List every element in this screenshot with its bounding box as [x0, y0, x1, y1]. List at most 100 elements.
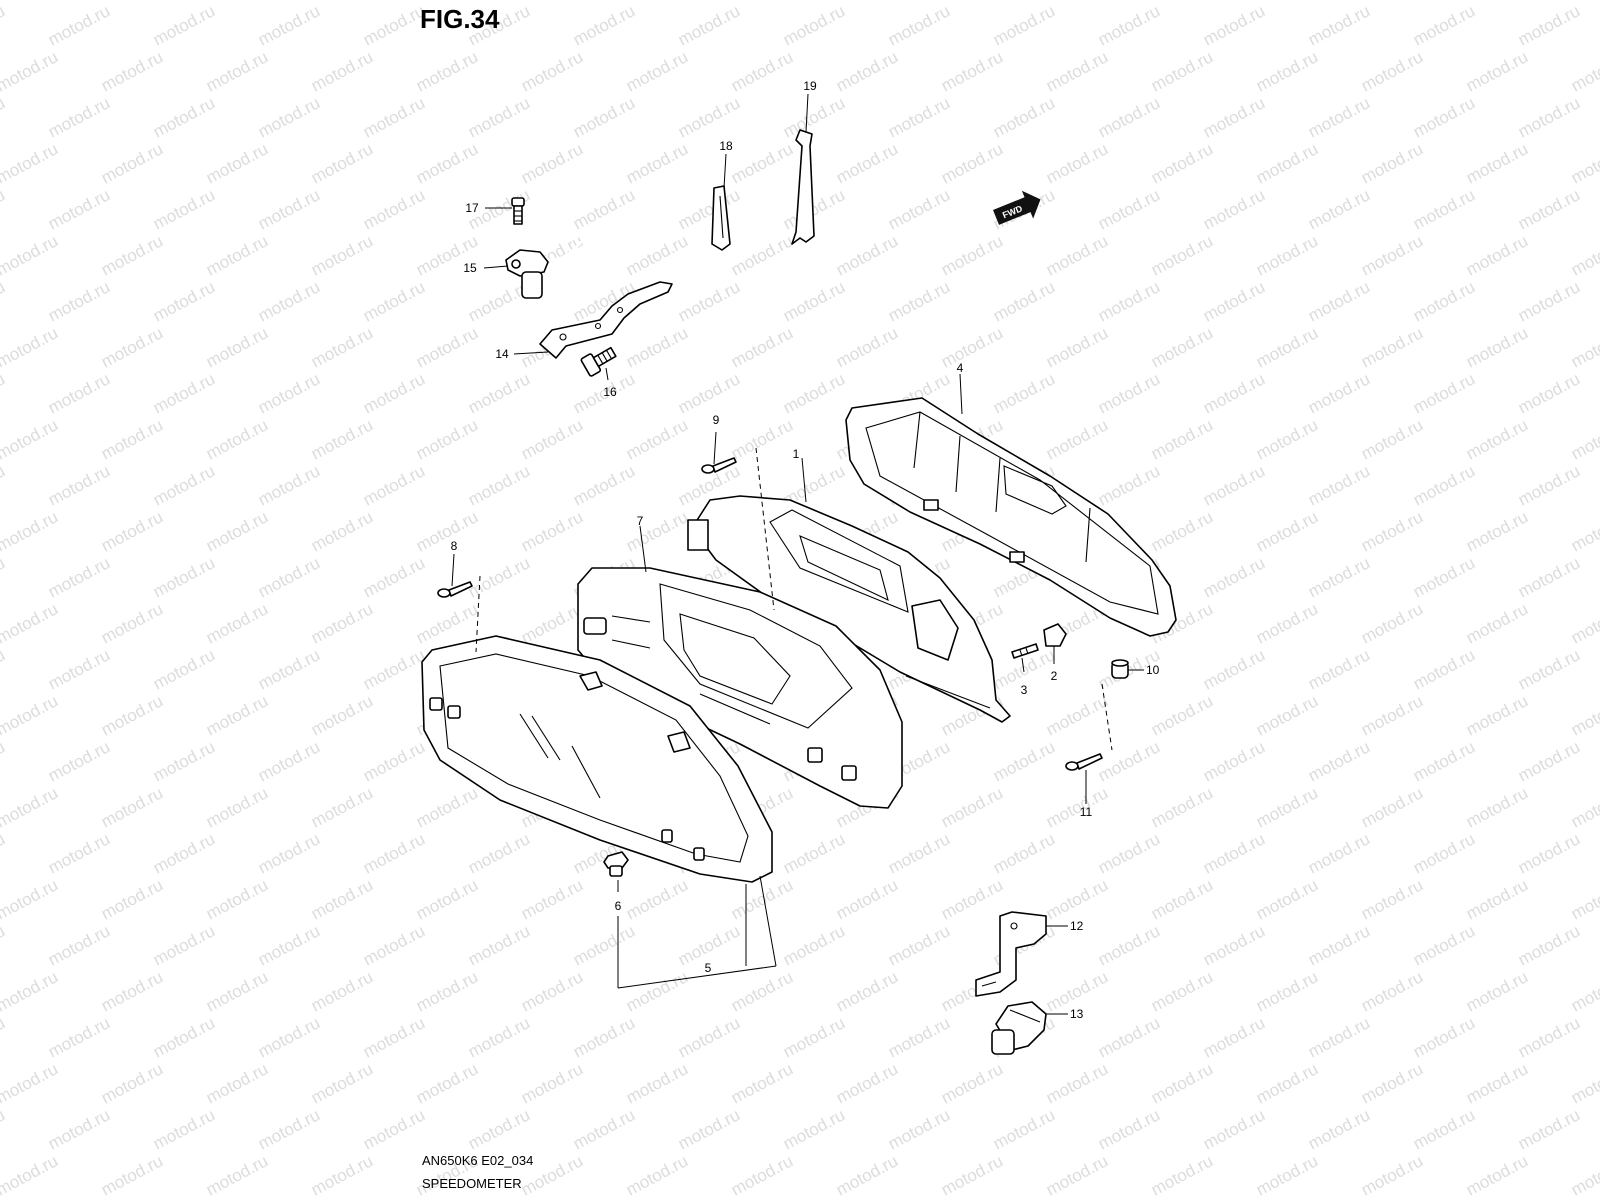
leader-lines	[451, 93, 1144, 1015]
watermark-text: motod.ru	[413, 1059, 481, 1107]
watermark-text: motod.ru	[0, 415, 61, 463]
watermark-text: motod.ru	[1148, 415, 1216, 463]
watermark-text: motod.ru	[1253, 967, 1321, 1015]
watermark-text: motod.ru	[1358, 47, 1426, 95]
watermark-text: motod.ru	[1358, 1059, 1426, 1107]
watermark-text: motod.ru	[465, 921, 533, 969]
watermark-text: motod.ru	[0, 875, 61, 923]
watermark-text: motod.ru	[1463, 783, 1531, 831]
watermark-text: motod.ru	[465, 369, 533, 417]
watermark-text: motod.ru	[728, 967, 796, 1015]
watermark-text: motod.ru	[1515, 185, 1583, 233]
watermark-text: motod.ru	[518, 507, 586, 555]
watermark-text: motod.ru	[360, 1105, 428, 1153]
watermark-text: motod.ru	[728, 1059, 796, 1107]
part-14-bracket	[539, 281, 673, 359]
watermark-text: motod.ru	[1358, 783, 1426, 831]
watermark-text: motod.ru	[1305, 185, 1373, 233]
watermark-text: motod.ru	[150, 277, 218, 325]
watermark-text: motod.ru	[45, 1, 113, 49]
watermark-text: motod.ru	[675, 369, 743, 417]
watermark-text: motod.ru	[1200, 1105, 1268, 1153]
watermark-text: motod.ru	[1410, 93, 1478, 141]
callout-17: 17	[465, 201, 479, 215]
watermark-text: motod.ru	[203, 1059, 271, 1107]
watermark-text: motod.ru	[45, 1013, 113, 1061]
watermark-text: motod.ru	[990, 829, 1058, 877]
watermark-text: motod.ru	[255, 553, 323, 601]
watermark-text: motod.ru	[1043, 139, 1111, 187]
watermark-text: motod.ru	[1305, 369, 1373, 417]
callout-13: 13	[1070, 1007, 1084, 1021]
watermark-text: motod.ru	[1095, 829, 1163, 877]
watermark-text: motod.ru	[780, 369, 848, 417]
watermark-text: motod.ru	[1095, 93, 1163, 141]
callout-11: 11	[1080, 805, 1093, 819]
watermark-text: motod.ru	[1463, 875, 1531, 923]
watermark-text: motod.ru	[1043, 231, 1111, 279]
watermark-text: motod.ru	[728, 323, 796, 371]
watermark-text: motod.ru	[465, 1013, 533, 1061]
watermark-text: motod.ru	[833, 323, 901, 371]
watermark-text: motod.ru	[308, 323, 376, 371]
watermark-text: motod.ru	[1358, 691, 1426, 739]
watermark-text: motod.ru	[360, 1013, 428, 1061]
watermark-text: motod.ru	[1305, 461, 1373, 509]
watermark-text: motod.ru	[623, 0, 691, 4]
watermark-text: motod.ru	[1305, 277, 1373, 325]
watermark-text: motod.ru	[413, 323, 481, 371]
callout-7: 7	[637, 514, 644, 528]
watermark-text: motod.ru	[675, 1105, 743, 1153]
watermark-text: motod.ru	[1148, 783, 1216, 831]
watermark-text: motod.ru	[0, 783, 61, 831]
watermark-text: motod.ru	[518, 599, 586, 647]
part-4-rear-case	[845, 397, 1177, 637]
callout-16: 16	[603, 385, 617, 399]
watermark-text: motod.ru	[150, 1, 218, 49]
watermark-text: motod.ru	[1148, 231, 1216, 279]
watermark-text: motod.ru	[623, 47, 691, 95]
watermark-text: motod.ru	[45, 369, 113, 417]
watermark-text: motod.ru	[833, 47, 901, 95]
watermark-text: motod.ru	[360, 921, 428, 969]
watermark-text: motod.ru	[1568, 231, 1600, 279]
watermark-text: motod.ru	[413, 599, 481, 647]
callout-5: 5	[705, 961, 712, 975]
watermark-text: motod.ru	[1200, 1013, 1268, 1061]
part-15-speed-sensor	[505, 211, 653, 299]
watermark-text: motod.ru	[150, 829, 218, 877]
watermark-text: motod.ru	[1253, 1059, 1321, 1107]
watermark-text: motod.ru	[1305, 1, 1373, 49]
watermark-text: motod.ru	[623, 875, 691, 923]
watermark-text: motod.ru	[1358, 0, 1426, 4]
watermark-text: motod.ru	[728, 47, 796, 95]
watermark-text: motod.ru	[465, 461, 533, 509]
watermark-text: motod.ru	[1568, 507, 1600, 555]
watermark-text: motod.ru	[675, 185, 743, 233]
watermark-text: motod.ru	[728, 1151, 796, 1199]
watermark-text: motod.ru	[255, 1105, 323, 1153]
watermark-text: motod.ru	[308, 967, 376, 1015]
part-9-screw	[701, 457, 737, 474]
watermark-text: motod.ru	[413, 47, 481, 95]
watermark-text: motod.ru	[360, 277, 428, 325]
watermark-text: motod.ru	[308, 691, 376, 739]
watermark-text: motod.ru	[1200, 645, 1268, 693]
watermark-text: motod.ru	[1410, 737, 1478, 785]
watermark-text: motod.ru	[203, 139, 271, 187]
watermark-text: motod.ru	[885, 829, 953, 877]
watermark-text: motod.ru	[150, 1105, 218, 1153]
watermark-text: motod.ru	[1148, 0, 1216, 4]
watermark-text: motod.ru	[0, 461, 8, 509]
watermark-text: motod.ru	[1568, 139, 1600, 187]
watermark-text: motod.ru	[1095, 1105, 1163, 1153]
section-name: SPEEDOMETER	[422, 1176, 522, 1191]
watermark-text: motod.ru	[1305, 93, 1373, 141]
watermark-text: motod.ru	[255, 461, 323, 509]
watermark-text: motod.ru	[833, 1151, 901, 1199]
watermark-text: motod.ru	[308, 0, 376, 4]
watermark-text: motod.ru	[1568, 599, 1600, 647]
watermark-text: motod.ru	[1463, 0, 1531, 4]
watermark-text: motod.ru	[1148, 967, 1216, 1015]
watermark-text: motod.ru	[623, 967, 691, 1015]
